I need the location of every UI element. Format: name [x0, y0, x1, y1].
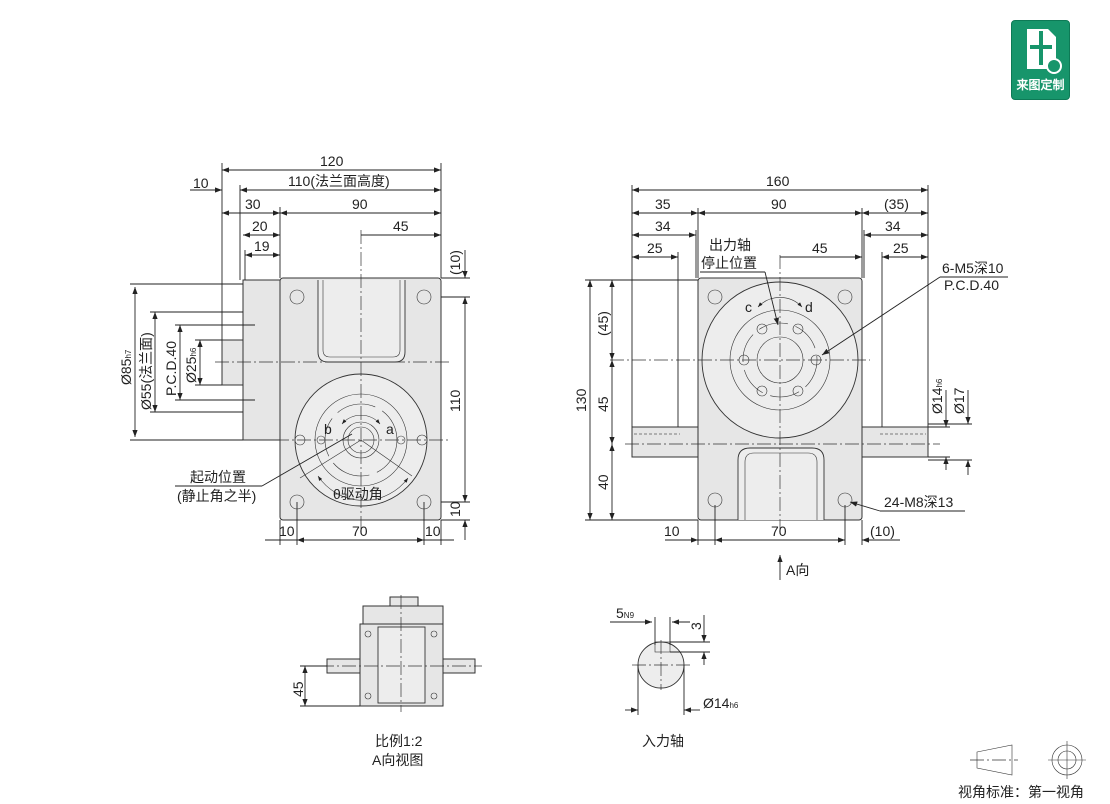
- input-shaft-right: [861, 426, 929, 458]
- first-angle-projection-symbol: 视角标准：第一视角: [958, 741, 1086, 800]
- dim-45v: 45: [595, 396, 611, 412]
- drive-angle-label: θ驱动角: [333, 486, 383, 502]
- dim-b10-left: 10: [279, 523, 295, 539]
- tap-pcd-label: P.C.D.40: [944, 277, 999, 293]
- output-stop-sublabel: 停止位置: [701, 255, 757, 271]
- label-b: b: [324, 421, 332, 437]
- dim-25r: 25: [893, 240, 909, 256]
- input-shaft-section: 5N9 3 Ø14h6 入力轴: [610, 605, 739, 749]
- custom-drawing-badge[interactable]: 来图定制: [1011, 20, 1070, 100]
- input-shaft-left: [631, 426, 699, 458]
- dim-25: 25: [647, 240, 663, 256]
- dim-v10: 10: [447, 501, 463, 517]
- flange: [242, 279, 282, 441]
- start-position-sublabel: (静止角之半): [177, 488, 256, 504]
- dim-top-10: (10): [447, 250, 463, 275]
- dim-90: 90: [352, 196, 368, 212]
- dim-34: 34: [655, 218, 671, 234]
- dim-d17: Ø17: [951, 387, 967, 414]
- key-width-dim: 5N9: [616, 605, 635, 621]
- dim-overall: 120: [320, 153, 344, 169]
- direction-a-label: A向: [786, 562, 809, 578]
- dim-d25: Ø25h6: [183, 347, 199, 383]
- key-height-dim: 3: [688, 622, 704, 630]
- mount-holes-label: 24-M8深13: [884, 494, 953, 510]
- projection-label: 视角标准：第一视角: [958, 784, 1084, 800]
- front-view: 160 35 90 (35) 34 34 25 25 45 130 (45) 4…: [573, 173, 1008, 580]
- dim-b70: 70: [352, 523, 368, 539]
- scale-caption: 比例1:2: [375, 733, 423, 749]
- output-stop-label: 出力轴: [709, 237, 751, 253]
- dim-d55: Ø55(法兰面): [138, 332, 154, 410]
- dim-35r: (35): [884, 196, 909, 212]
- dim-flange-height: 110(法兰面高度): [288, 173, 390, 189]
- dim-45: 45: [393, 218, 409, 234]
- input-shaft-caption: 入力轴: [642, 733, 684, 749]
- label-d: d: [805, 299, 813, 315]
- dim-b70-front: 70: [771, 523, 787, 539]
- drawing-file-icon: [1027, 29, 1062, 74]
- dim-30: 30: [245, 196, 261, 212]
- dim-40: 40: [595, 474, 611, 490]
- dim-90-front: 90: [771, 196, 787, 212]
- start-position-label: 起动位置: [190, 469, 246, 485]
- dim-130: 130: [573, 388, 589, 412]
- dim-45-front: 45: [812, 240, 828, 256]
- a-view-caption: A向视图: [372, 752, 423, 768]
- a-direction-view: 45 比例1:2 A向视图: [290, 595, 482, 768]
- label-a: a: [386, 421, 394, 437]
- side-view: 120 110(法兰面高度) 10 30 90 20 19 45 (10) 11…: [118, 153, 470, 545]
- dim-20: 20: [252, 218, 268, 234]
- input-shaft-side: [221, 339, 245, 386]
- dim-b10: 10: [664, 523, 680, 539]
- dim-35: 35: [655, 196, 671, 212]
- tap-hole-label: 6-M5深10: [942, 260, 1004, 276]
- dim-b10r: (10): [870, 523, 895, 539]
- dim-19: 19: [254, 238, 270, 254]
- dim-45-aview: 45: [290, 681, 306, 697]
- dim-34r: 34: [885, 218, 901, 234]
- dim-45a: (45): [595, 311, 611, 336]
- label-c: c: [745, 299, 752, 315]
- dim-d14: Ø14h6: [929, 378, 945, 414]
- dim-160: 160: [766, 173, 790, 189]
- shaft-dia-dim: Ø14h6: [703, 695, 739, 711]
- dim-b10-right: 10: [425, 523, 441, 539]
- dim-pcd: P.C.D.40: [163, 341, 179, 396]
- badge-label: 来图定制: [1016, 78, 1065, 92]
- dim-d85: Ø85h7: [118, 349, 134, 385]
- dim-shaft-offset: 10: [193, 175, 209, 191]
- dim-v110: 110: [447, 389, 463, 412]
